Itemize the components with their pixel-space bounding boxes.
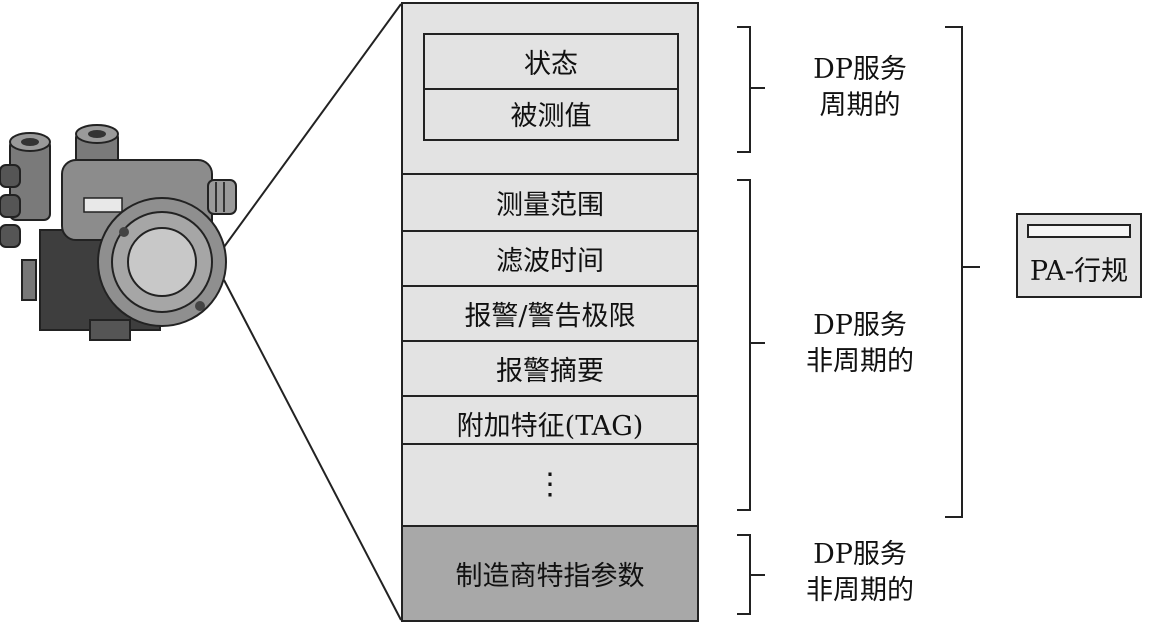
label-cyclic-service: DP服务 周期的	[813, 54, 907, 121]
pa-profile-box: PA-行规	[1016, 213, 1142, 298]
label-acyclic-service: DP服务 非周期的	[806, 310, 914, 377]
bracket-manufacturer	[737, 534, 751, 615]
bracket-cyclic	[737, 26, 751, 153]
bracket-profile	[945, 26, 963, 518]
cyclic-parameter-box: 状态 被测值	[423, 33, 679, 141]
cyclic-item-measured-value: 被测值	[510, 101, 592, 132]
zoom-line-bottom	[223, 279, 402, 621]
bracket-acyclic	[737, 179, 751, 511]
manufacturer-specific-parameters: 制造商特指参数	[401, 525, 699, 622]
acyclic-item-alarm-summary: 报警摘要	[401, 340, 699, 395]
acyclic-item-tag: 附加特征(TAG)	[401, 395, 699, 450]
pa-profile-slot	[1027, 224, 1131, 238]
zoom-line-top	[215, 3, 402, 259]
pa-profile-label: PA-行规	[1029, 256, 1129, 287]
acyclic-item-measuring-range: 测量范围	[401, 173, 699, 230]
transmitter-device-illustration	[0, 124, 237, 341]
acyclic-item-ellipsis: ⋮	[401, 443, 699, 525]
acyclic-item-filter-time: 滤波时间	[401, 230, 699, 285]
label-manufacturer-service: DP服务 非周期的	[806, 539, 914, 606]
acyclic-item-alarm-limits: 报警/警告极限	[401, 285, 699, 340]
cyclic-item-status: 状态	[425, 35, 677, 90]
